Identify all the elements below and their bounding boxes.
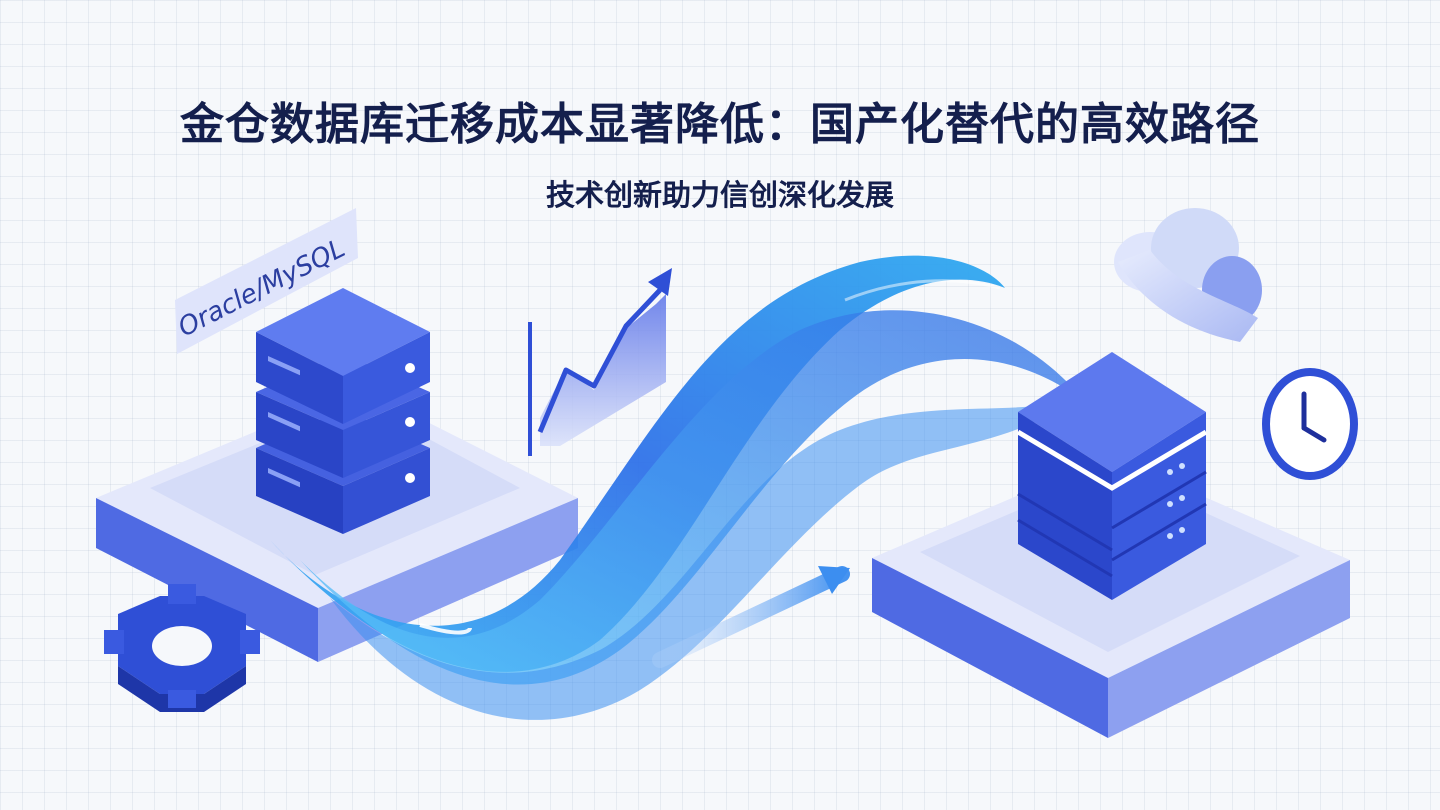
growth-chart-icon bbox=[528, 268, 672, 456]
database-stack-icon bbox=[256, 288, 430, 534]
migration-flow-icon bbox=[270, 255, 1085, 720]
gear-icon bbox=[104, 584, 260, 712]
cloud-icon bbox=[1114, 208, 1262, 342]
page-subtitle: 技术创新助力信创深化发展 bbox=[545, 178, 894, 212]
server-icon bbox=[1016, 352, 1208, 600]
arrow-icon bbox=[652, 566, 850, 668]
clock-icon bbox=[1262, 368, 1358, 480]
page-title: 金仓数据库迁移成本显著降低：国产化替代的高效路径 bbox=[180, 99, 1260, 150]
